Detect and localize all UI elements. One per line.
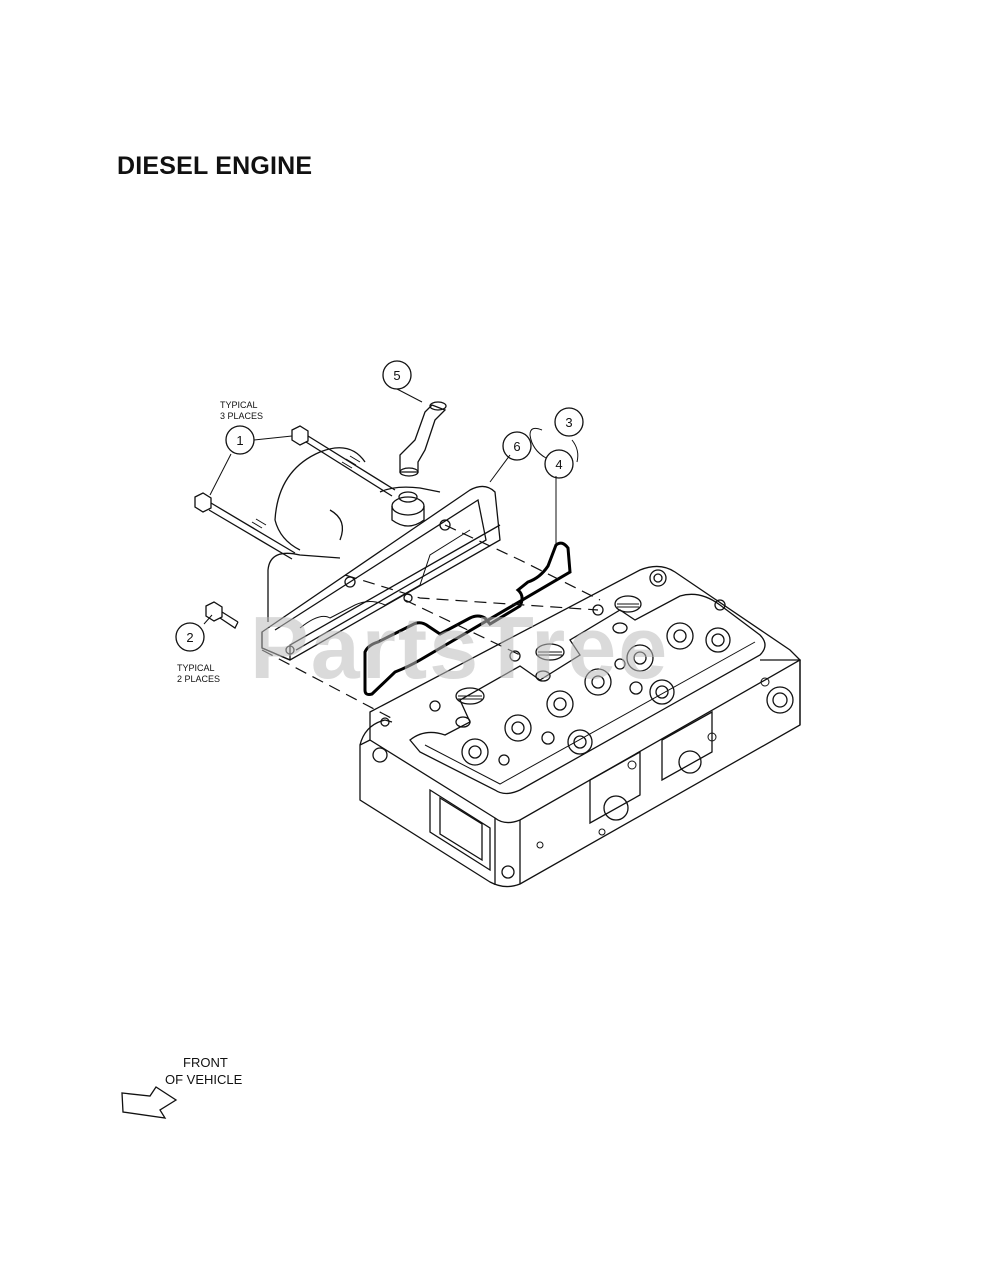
typical-3-places-line2: 3 PLACES: [220, 411, 263, 421]
valve-ports: [461, 622, 731, 766]
long-bolts: [194, 425, 396, 560]
typical-2-places-line1: TYPICAL: [177, 663, 215, 673]
callout-3[interactable]: 3: [554, 407, 584, 437]
arrow-left-down-icon: [121, 1086, 178, 1119]
front-label-line2: OF VEHICLE: [165, 1072, 243, 1087]
callout-4-label: 4: [555, 457, 562, 472]
callout-2-label: 2: [186, 630, 193, 645]
typical-3-places-line1: TYPICAL: [220, 400, 258, 410]
front-label-line1: FRONT: [183, 1055, 228, 1070]
page-title: DIESEL ENGINE: [117, 152, 313, 180]
callout-3-label: 3: [565, 415, 572, 430]
rocker-cover: [261, 447, 501, 661]
callout-1[interactable]: 1: [225, 425, 255, 455]
watermark: PartsTree: [250, 598, 669, 697]
callout-6[interactable]: 6: [502, 431, 532, 461]
callout-2[interactable]: 2: [175, 622, 205, 652]
callout-5-label: 5: [393, 368, 400, 383]
callout-4[interactable]: 4: [544, 449, 574, 479]
callout-6-label: 6: [513, 439, 520, 454]
callout-5[interactable]: 5: [382, 360, 412, 390]
breather-pipe: [399, 401, 447, 477]
slotted-screws: [455, 595, 642, 728]
short-bolt: [205, 601, 239, 629]
callout-1-label: 1: [236, 433, 243, 448]
gasket: [363, 541, 572, 696]
typical-2-places-line2: 2 PLACES: [177, 674, 220, 684]
